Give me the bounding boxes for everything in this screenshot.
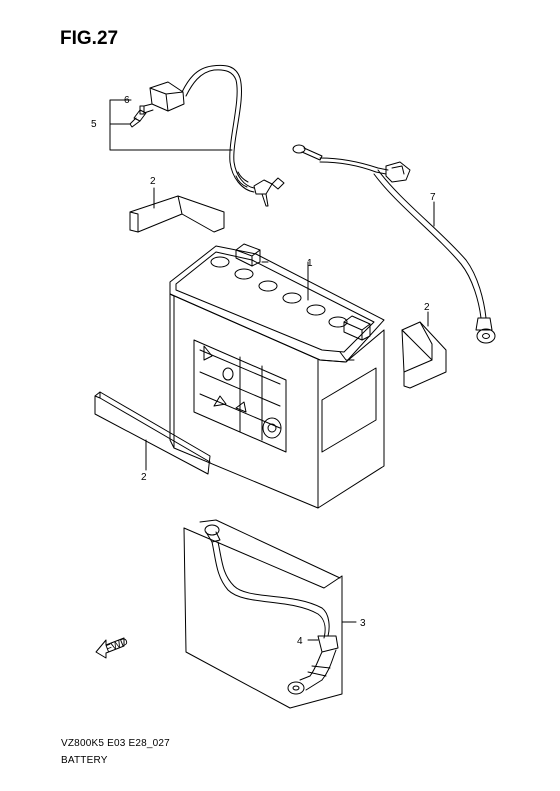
callout-7: 7: [430, 192, 436, 203]
battery-tray: [183, 519, 343, 709]
battery-pad-upper: [129, 187, 225, 233]
callout-4: 4: [297, 636, 303, 647]
callout-2-lower: 2: [141, 472, 147, 483]
negative-lead: [292, 144, 496, 344]
callout-1: 1: [307, 258, 313, 269]
positive-lead-harness: [129, 64, 285, 207]
fwd-label: FWD: [104, 636, 129, 655]
figure-title: FIG.27: [60, 28, 119, 49]
callout-2-right: 2: [424, 302, 430, 313]
leader-5-6: [109, 99, 233, 151]
battery-pad-lower: [94, 391, 211, 475]
battery-pad-right: [401, 311, 447, 389]
callout-5: 5: [91, 119, 97, 130]
callout-3: 3: [360, 618, 366, 629]
figure-name: BATTERY: [61, 755, 108, 766]
figure-code: VZ800K5 E03 E28_027: [61, 738, 170, 749]
fwd-arrow-icon: [95, 637, 125, 659]
callout-2-upper: 2: [150, 176, 156, 187]
callout-6: 6: [124, 95, 130, 106]
ground-lead: [204, 524, 339, 695]
battery: [169, 243, 385, 509]
